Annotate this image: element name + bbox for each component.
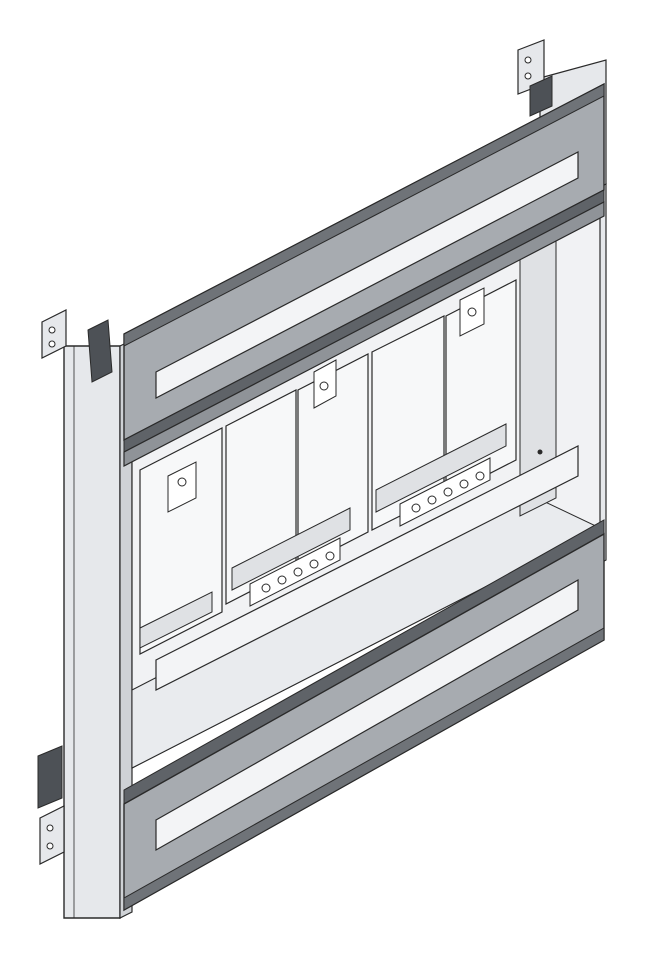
lower-plate-rail-bottom [123,627,605,911]
screw-icon [467,307,477,317]
terminal-hole-icon [325,551,335,561]
device-modules [139,279,517,655]
screw-icon [319,381,329,391]
device-label-window [167,461,197,513]
top-plate-window [155,151,579,399]
terminal-hole-icon [261,583,271,593]
device-module [371,279,517,531]
terminal-hole-icon [293,567,303,577]
screw-icon [537,449,543,455]
left-rail-front [63,345,121,919]
lower-plate-window-upper [155,445,579,691]
terminal-hole-icon [277,575,287,585]
left-side-rail [63,339,133,919]
terminal-hole-icon [443,487,453,497]
screw-icon [177,477,187,487]
device-terminal-block [231,507,351,591]
top-right-hinge-bracket-icon [517,39,553,117]
device-terminal-block [139,591,213,649]
terminal-hole-icon [475,471,485,481]
device-module [139,427,223,655]
bottom-left-hinge-bracket-icon [37,745,65,865]
device-terminal-block [375,423,507,513]
device-module [225,353,369,607]
mid-plate-face [123,201,605,467]
terminal-hole-icon [411,503,421,513]
lower-cover-plate [123,445,605,912]
top-plate-rail [123,83,605,347]
terminal-hole-icon [427,495,437,505]
middle-cover-plate [123,201,605,467]
top-cover-plate [123,82,605,453]
terminal-hole-icon [459,479,469,489]
lower-plate-window [155,578,579,852]
terminal-hole-icon [309,559,319,569]
top-left-hinge-bracket-icon [41,309,113,383]
